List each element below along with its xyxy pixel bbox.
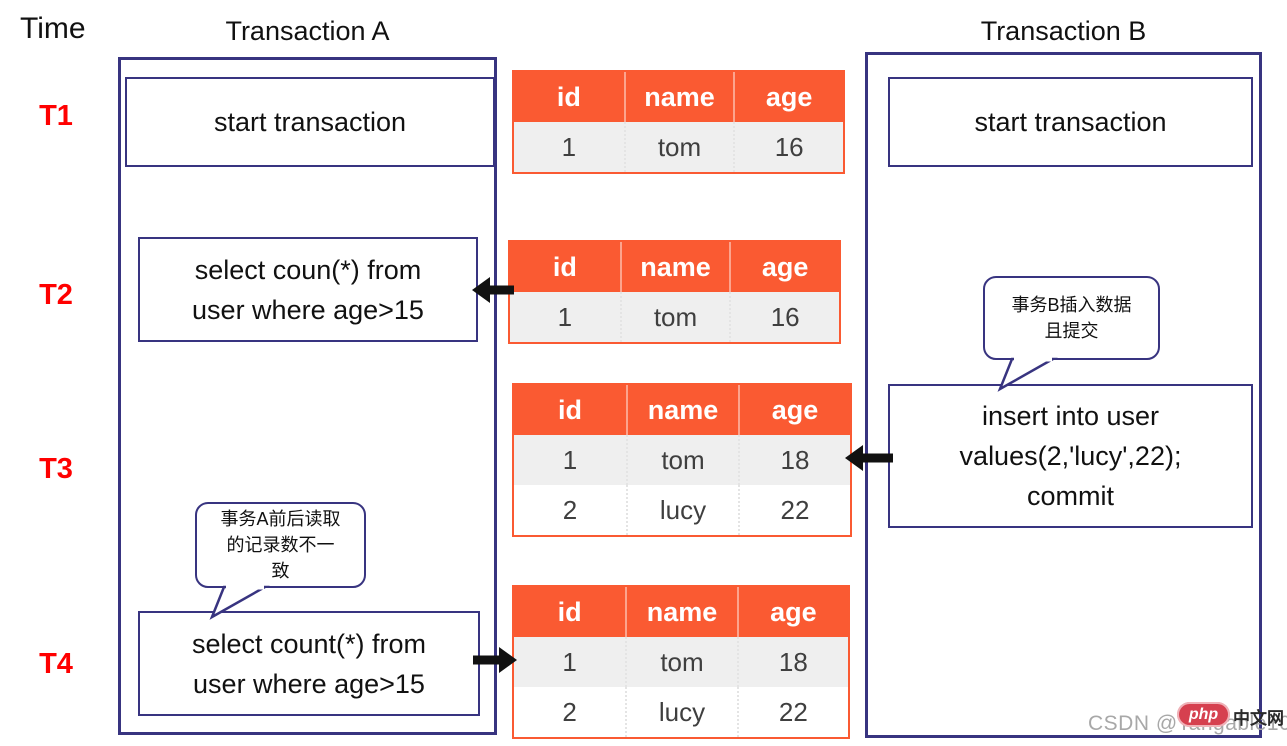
php-logo-text: php: [1188, 705, 1219, 723]
table-cell: 1: [562, 444, 578, 475]
table-row: 1 tom 18: [514, 637, 848, 687]
time-axis-label: Time: [20, 12, 86, 45]
table-header-cell: id: [557, 596, 582, 627]
table-cell: 2: [562, 696, 577, 727]
table-header-cell: age: [733, 72, 843, 122]
watermark: CSDN @Tangable1024 php 中文网: [1085, 698, 1287, 742]
user-table-t1: id name age 1 tom 16: [512, 70, 845, 174]
table-header-cell: age: [729, 242, 839, 292]
user-table-t3: id name age 1 tom 18 2 lucy 22: [512, 383, 852, 537]
insert-commit-t3-box: insert into user values(2,'lucy',22); co…: [888, 384, 1253, 528]
callout-a-tail-icon: [209, 585, 270, 620]
table-cell: 22: [738, 485, 850, 535]
table-cell: lucy: [625, 687, 736, 737]
table-header-cell: name: [619, 242, 730, 292]
table-header-cell: age: [738, 385, 850, 435]
table-header-cell: age: [736, 587, 848, 637]
table-header-row: id name age: [514, 72, 843, 122]
timeline-label-t1: T1: [39, 100, 73, 132]
start-transaction-a-box: start transaction: [125, 77, 495, 167]
table-row: 2 lucy 22: [514, 485, 850, 535]
table-cell: 16: [729, 292, 839, 342]
table-header-cell: name: [626, 385, 738, 435]
transaction-b-title: Transaction B: [980, 16, 1147, 46]
table-header-cell: name: [625, 587, 736, 637]
select-count-t2-box: select coun(*) from user where age>15: [138, 237, 478, 342]
transaction-a-lane: [118, 57, 497, 735]
callout-bubble-a: 事务A前后读取 的记录数不一 致: [195, 502, 366, 588]
table-row: 2 lucy 22: [514, 687, 848, 737]
arrow-left-t2-icon: [472, 277, 514, 303]
php-logo: php: [1177, 702, 1230, 727]
user-table-t2: id name age 1 tom 16: [508, 240, 841, 344]
table-cell: tom: [625, 637, 736, 687]
timeline-label-t2: T2: [39, 279, 73, 311]
arrow-right-t4-icon: [473, 647, 517, 673]
transaction-a-title: Transaction A: [225, 16, 390, 46]
table-header-cell: id: [558, 394, 582, 425]
table-header-row: id name age: [514, 587, 848, 637]
transaction-b-lane: [865, 52, 1262, 738]
table-header-row: id name age: [510, 242, 839, 292]
table-cell: 1: [557, 301, 573, 332]
callout-b-tail-icon: [997, 357, 1058, 392]
table-cell: tom: [626, 435, 738, 485]
php-logo-suffix: 中文网: [1233, 709, 1284, 728]
start-transaction-b-box: start transaction: [888, 77, 1253, 167]
table-header-cell: id: [556, 81, 581, 112]
table-row: 1 tom 18: [514, 435, 850, 485]
table-header-cell: id: [552, 251, 577, 282]
table-cell: tom: [623, 122, 734, 172]
arrow-left-t3-icon: [845, 445, 893, 471]
user-table-t4: id name age 1 tom 18 2 lucy 22: [512, 585, 850, 739]
table-cell: 16: [733, 122, 843, 172]
select-count-t4-box: select count(*) from user where age>15: [138, 611, 480, 716]
table-row: 1 tom 16: [514, 122, 843, 172]
table-cell: 1: [561, 131, 577, 162]
table-cell: 22: [736, 687, 848, 737]
table-cell: 18: [736, 637, 848, 687]
table-cell: 18: [738, 435, 850, 485]
table-cell: tom: [619, 292, 730, 342]
timeline-label-t3: T3: [39, 453, 73, 485]
table-cell: 1: [562, 646, 577, 677]
timeline-label-t4: T4: [39, 648, 73, 680]
table-cell: 2: [562, 494, 578, 525]
callout-bubble-b: 事务B插入数据 且提交: [983, 276, 1160, 360]
table-header-cell: name: [623, 72, 734, 122]
table-cell: lucy: [626, 485, 738, 535]
table-row: 1 tom 16: [510, 292, 839, 342]
table-header-row: id name age: [514, 385, 850, 435]
